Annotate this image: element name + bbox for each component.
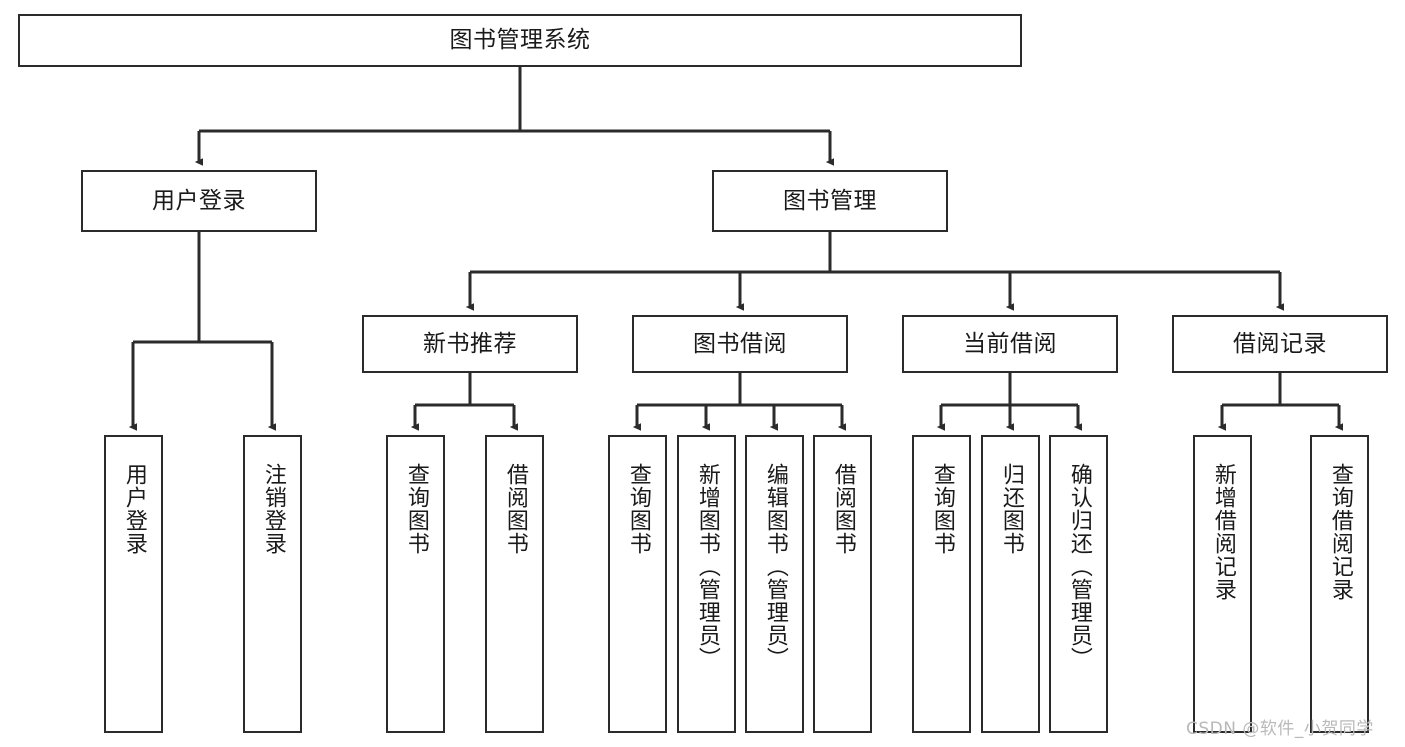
node-leaf-user-login-logout[interactable]: 注销登录 bbox=[243, 435, 302, 733]
node-label: 图书借阅 bbox=[693, 330, 787, 357]
node-user-login[interactable]: 用户登录 bbox=[81, 170, 317, 232]
node-leaf-borrow-record-add[interactable]: 新增借阅记录 bbox=[1193, 435, 1252, 733]
node-borrow-record[interactable]: 借阅记录 bbox=[1172, 315, 1388, 373]
node-label: 图书管理系统 bbox=[449, 27, 591, 54]
node-leaf-new-book-borrow[interactable]: 借阅图书 bbox=[485, 435, 544, 733]
node-book-borrow[interactable]: 图书借阅 bbox=[632, 315, 848, 373]
node-label: 注销登录 bbox=[260, 463, 286, 555]
node-label: 确认归还（管理员） bbox=[1066, 463, 1092, 670]
node-leaf-book-borrow-borrow[interactable]: 借阅图书 bbox=[813, 435, 872, 733]
node-label: 新增图书（管理员） bbox=[694, 463, 720, 670]
node-label: 用户登录 bbox=[152, 187, 246, 214]
node-leaf-user-login-login[interactable]: 用户登录 bbox=[104, 435, 163, 733]
node-leaf-current-borrow-query[interactable]: 查询图书 bbox=[912, 435, 971, 733]
node-label: 查询借阅记录 bbox=[1327, 463, 1353, 601]
node-label: 当前借阅 bbox=[963, 330, 1057, 357]
node-leaf-borrow-record-query[interactable]: 查询借阅记录 bbox=[1310, 435, 1369, 733]
node-label: 查询图书 bbox=[403, 463, 429, 555]
node-label: 编辑图书（管理员） bbox=[762, 463, 788, 670]
node-book-management[interactable]: 图书管理 bbox=[712, 170, 948, 232]
csdn-watermark: CSDN @软件_小贺同学 bbox=[1186, 719, 1374, 739]
node-leaf-book-borrow-query[interactable]: 查询图书 bbox=[608, 435, 667, 733]
node-label: 借阅图书 bbox=[502, 463, 528, 555]
node-label: 新书推荐 bbox=[423, 330, 517, 357]
node-new-book-recommend[interactable]: 新书推荐 bbox=[362, 315, 578, 373]
node-label: 借阅记录 bbox=[1233, 330, 1327, 357]
node-label: 借阅图书 bbox=[830, 463, 856, 555]
node-root-book-management-system[interactable]: 图书管理系统 bbox=[18, 14, 1022, 67]
node-label: 归还图书 bbox=[998, 463, 1024, 555]
node-leaf-book-borrow-add[interactable]: 新增图书（管理员） bbox=[677, 435, 736, 733]
node-label: 用户登录 bbox=[121, 463, 147, 555]
node-leaf-current-borrow-return[interactable]: 归还图书 bbox=[981, 435, 1040, 733]
node-label: 新增借阅记录 bbox=[1210, 463, 1236, 601]
node-leaf-current-borrow-confirm-return[interactable]: 确认归还（管理员） bbox=[1049, 435, 1108, 733]
node-current-borrow[interactable]: 当前借阅 bbox=[902, 315, 1118, 373]
node-label: 图书管理 bbox=[783, 187, 877, 214]
node-leaf-new-book-query[interactable]: 查询图书 bbox=[386, 435, 445, 733]
node-leaf-book-borrow-edit[interactable]: 编辑图书（管理员） bbox=[745, 435, 804, 733]
node-label: 查询图书 bbox=[625, 463, 651, 555]
node-label: 查询图书 bbox=[929, 463, 955, 555]
